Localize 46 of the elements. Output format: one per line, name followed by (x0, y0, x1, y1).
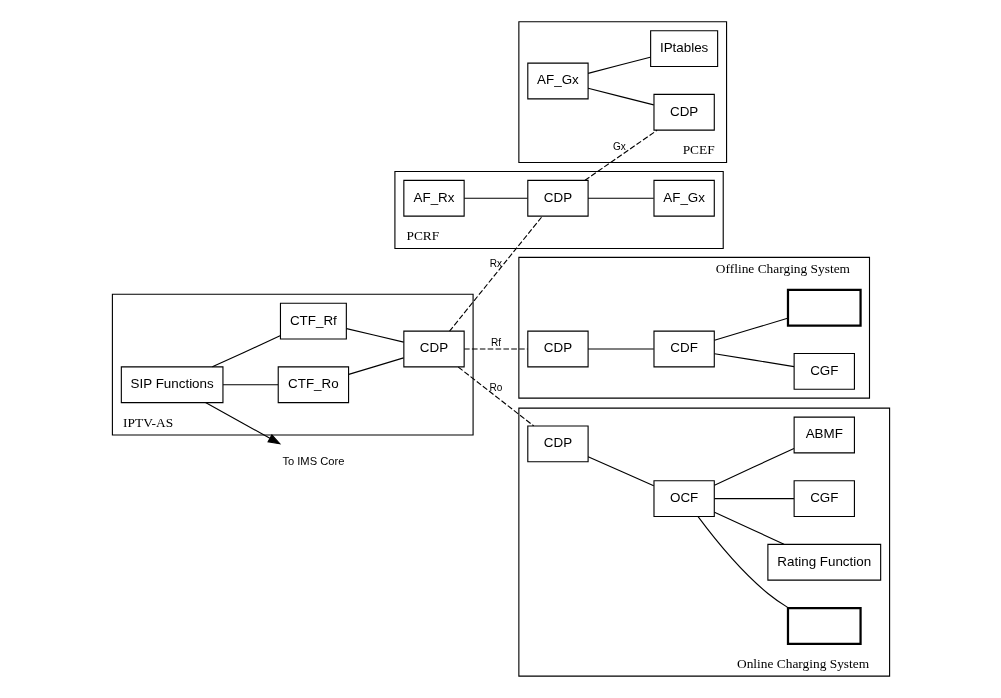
node-box: CDP (402, 330, 465, 368)
connector (345, 328, 404, 343)
node-box: CDP (526, 330, 589, 368)
connector (713, 353, 794, 368)
node-box: CDP (526, 179, 589, 217)
connector (222, 384, 279, 386)
connector (448, 216, 543, 332)
node-box: CDP (652, 93, 715, 131)
connector (713, 447, 794, 486)
node-box: Rating Function (766, 543, 881, 581)
node-box: CDF (652, 330, 715, 368)
connector (587, 56, 651, 74)
node-box (786, 606, 862, 645)
node-box: AF_Rx (402, 179, 465, 217)
connector (587, 87, 654, 106)
node-box (786, 288, 862, 327)
connector (463, 348, 528, 350)
connector (457, 366, 534, 427)
connector (587, 197, 654, 199)
edge-label: Gx (612, 141, 626, 153)
node-box: CTF_Ro (277, 366, 349, 404)
node-box: SIP Functions (120, 366, 223, 404)
arrow (204, 402, 281, 445)
connector (587, 348, 654, 350)
node-box: CDP (526, 425, 589, 463)
edge-label: Rx (489, 257, 502, 269)
edge-label: Rf (490, 336, 501, 348)
node-box: OCF (652, 480, 715, 518)
node-box: CGF (793, 480, 855, 518)
connector (697, 516, 789, 609)
connector (713, 498, 794, 500)
node-box: AF_Gx (526, 62, 589, 100)
node-box: AF_Gx (652, 179, 715, 217)
connector (584, 129, 658, 181)
node-text: To IMS Core (281, 454, 344, 467)
connector (587, 456, 654, 487)
connector (211, 335, 281, 368)
node-box: CGF (793, 352, 855, 390)
connector (347, 357, 404, 375)
connector (713, 511, 785, 545)
connector (463, 197, 528, 199)
node-box: ABMF (793, 416, 855, 454)
edge-label: Ro (489, 381, 502, 393)
node-box: CTF_Rf (279, 302, 347, 340)
node-box: IPtables (649, 30, 718, 68)
connector (713, 317, 788, 341)
